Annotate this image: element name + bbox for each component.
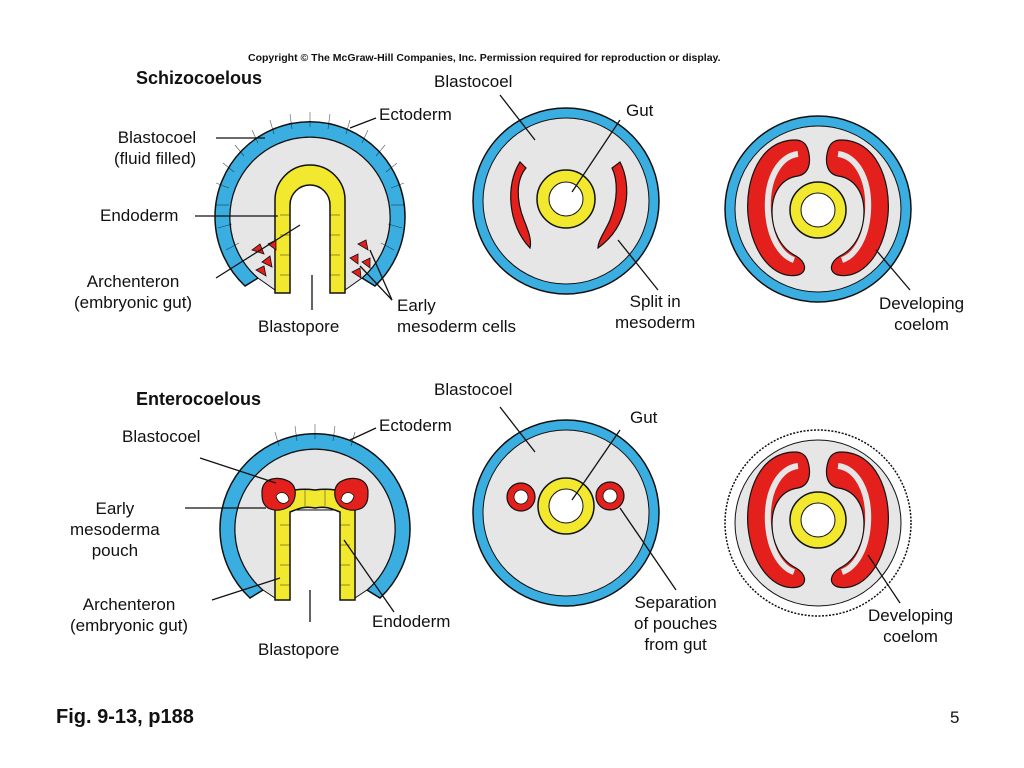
- entero-developing: [724, 429, 912, 617]
- schizo-endoderm-layer: [274, 164, 346, 294]
- label-archenteron-entero: Archenteron (embryonic gut): [70, 595, 189, 635]
- leader-lines: [185, 94, 911, 622]
- label-blastocoel-mid-entero: Blastocoel: [434, 380, 513, 399]
- schizo-coelom-left: [747, 139, 811, 277]
- entero-coelom-right: [825, 451, 889, 589]
- schizo-cross-section: [472, 107, 660, 295]
- section-title-enterocoelous: Enterocoelous: [136, 389, 262, 409]
- entero-gastrula: [219, 424, 411, 601]
- schizo-split-left: [510, 161, 532, 250]
- label-gut-schizo: Gut: [626, 101, 654, 120]
- schizo-split-right: [597, 161, 628, 250]
- label-blastocoel-fluid: Blastocoel (fluid filled): [114, 128, 197, 168]
- section-title-schizocoelous: Schizocoelous: [136, 68, 263, 88]
- label-ectoderm-entero: Ectoderm: [379, 416, 452, 435]
- label-blastocoel-entero: Blastocoel: [122, 427, 201, 446]
- schizo-ecto-cells: [215, 112, 405, 276]
- label-early-mesoderm: Early mesoderm cells: [397, 296, 517, 336]
- figure-caption: Fig. 9-13, p188: [56, 706, 194, 728]
- page-number: 5: [950, 708, 960, 727]
- label-endoderm-schizo: Endoderm: [100, 206, 179, 225]
- label-gut-entero: Gut: [630, 408, 658, 427]
- label-endoderm-entero: Endoderm: [372, 612, 451, 631]
- label-blastopore-schizo: Blastopore: [258, 317, 340, 336]
- label-separation-pouches: Separation of pouches from gut: [634, 593, 718, 654]
- schizo-blastocoel-fill: [229, 136, 391, 291]
- schizo-gastrula: [214, 112, 406, 294]
- copyright-notice: Copyright © The McGraw-Hill Companies, I…: [248, 52, 721, 64]
- label-developing-coelom-schizo: Developing coelom: [879, 294, 965, 334]
- label-early-pouch: Early mesoderma pouch: [70, 499, 160, 560]
- entero-coelom-left: [747, 451, 811, 589]
- schizo-coelom-right: [825, 139, 889, 277]
- schizo-mesoderm-cells-right: [349, 239, 371, 279]
- label-blastocoel-mid-schizo: Blastocoel: [434, 72, 513, 91]
- label-blastopore-entero: Blastopore: [258, 640, 340, 659]
- schizo-mesoderm-cells-left: [251, 239, 277, 277]
- label-archenteron-schizo: Archenteron (embryonic gut): [74, 272, 193, 312]
- label-split-mesoderm: Split in mesoderm: [615, 292, 696, 332]
- schizo-developing: [724, 115, 912, 303]
- entero-cross-section: [472, 419, 660, 607]
- label-developing-coelom-entero: Developing coelom: [868, 606, 954, 646]
- label-ectoderm-schizo: Ectoderm: [379, 105, 452, 124]
